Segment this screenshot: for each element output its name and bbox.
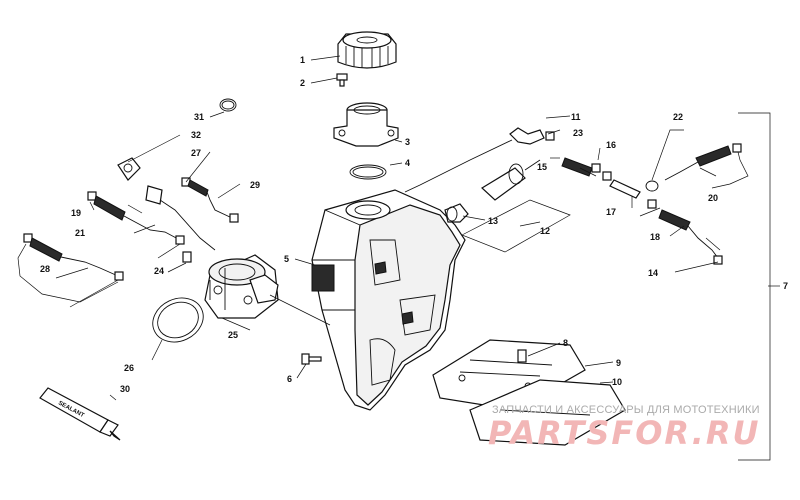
heat-shield [432, 339, 626, 446]
callout-4: 4 [405, 158, 410, 168]
callout-21: 21 [75, 228, 85, 238]
callout-13: 13 [488, 216, 498, 226]
left-fuel-lines [23, 177, 239, 281]
clamp-32 [117, 157, 141, 181]
callout-11: 11 [571, 112, 581, 122]
callout-24: 24 [154, 266, 164, 276]
callout-14: 14 [648, 268, 658, 278]
callout-31: 31 [194, 112, 204, 122]
callout-26: 26 [124, 363, 134, 373]
callout-19: 19 [71, 208, 81, 218]
callout-15: 15 [537, 162, 547, 172]
screw-2 [336, 73, 348, 87]
callout-labels: 1 2 3 4 5 6 7 8 9 10 11 12 13 14 15 16 1… [40, 55, 788, 394]
callout-30: 30 [120, 384, 130, 394]
filler-neck [333, 102, 399, 147]
callout-23: 23 [573, 128, 583, 138]
callout-16: 16 [606, 140, 616, 150]
callout-6: 6 [287, 374, 292, 384]
callout-9: 9 [616, 358, 621, 368]
screw-6 [301, 353, 322, 365]
clamp-31 [219, 98, 237, 112]
pump-gasket [152, 297, 204, 343]
callout-17: 17 [606, 207, 616, 217]
callout-10: 10 [612, 377, 622, 387]
callout-18: 18 [650, 232, 660, 242]
callout-22: 22 [673, 112, 683, 122]
leader-lines [17, 55, 780, 401]
screw-8 [517, 349, 527, 363]
group-box-12 [461, 199, 571, 253]
callout-12: 12 [540, 226, 550, 236]
callout-8: 8 [563, 338, 568, 348]
screw-24 [182, 251, 192, 263]
callout-28: 28 [40, 264, 50, 274]
callout-25: 25 [228, 330, 238, 340]
group-bracket-7 [738, 112, 771, 461]
callout-1: 1 [300, 55, 305, 65]
callout-20: 20 [708, 193, 718, 203]
callout-5: 5 [284, 254, 289, 264]
sealant-tube: SEALANT [39, 387, 121, 441]
fuel-cap [337, 31, 397, 69]
callout-29: 29 [250, 180, 260, 190]
callout-7: 7 [783, 281, 788, 291]
callout-32: 32 [191, 130, 201, 140]
fuel-tank [311, 189, 466, 411]
fuel-pump [204, 254, 279, 319]
watermark-logo: PARTSFOR.RU [488, 414, 761, 452]
right-fuel-lines [404, 127, 742, 265]
callout-27: 27 [191, 148, 201, 158]
watermark-text: ЗАПЧАСТИ И АКСЕССУАРЫ ДЛЯ МОТОТЕХНИКИ [492, 404, 760, 416]
callout-2: 2 [300, 78, 305, 88]
callout-3: 3 [405, 137, 410, 147]
o-ring [349, 164, 387, 180]
